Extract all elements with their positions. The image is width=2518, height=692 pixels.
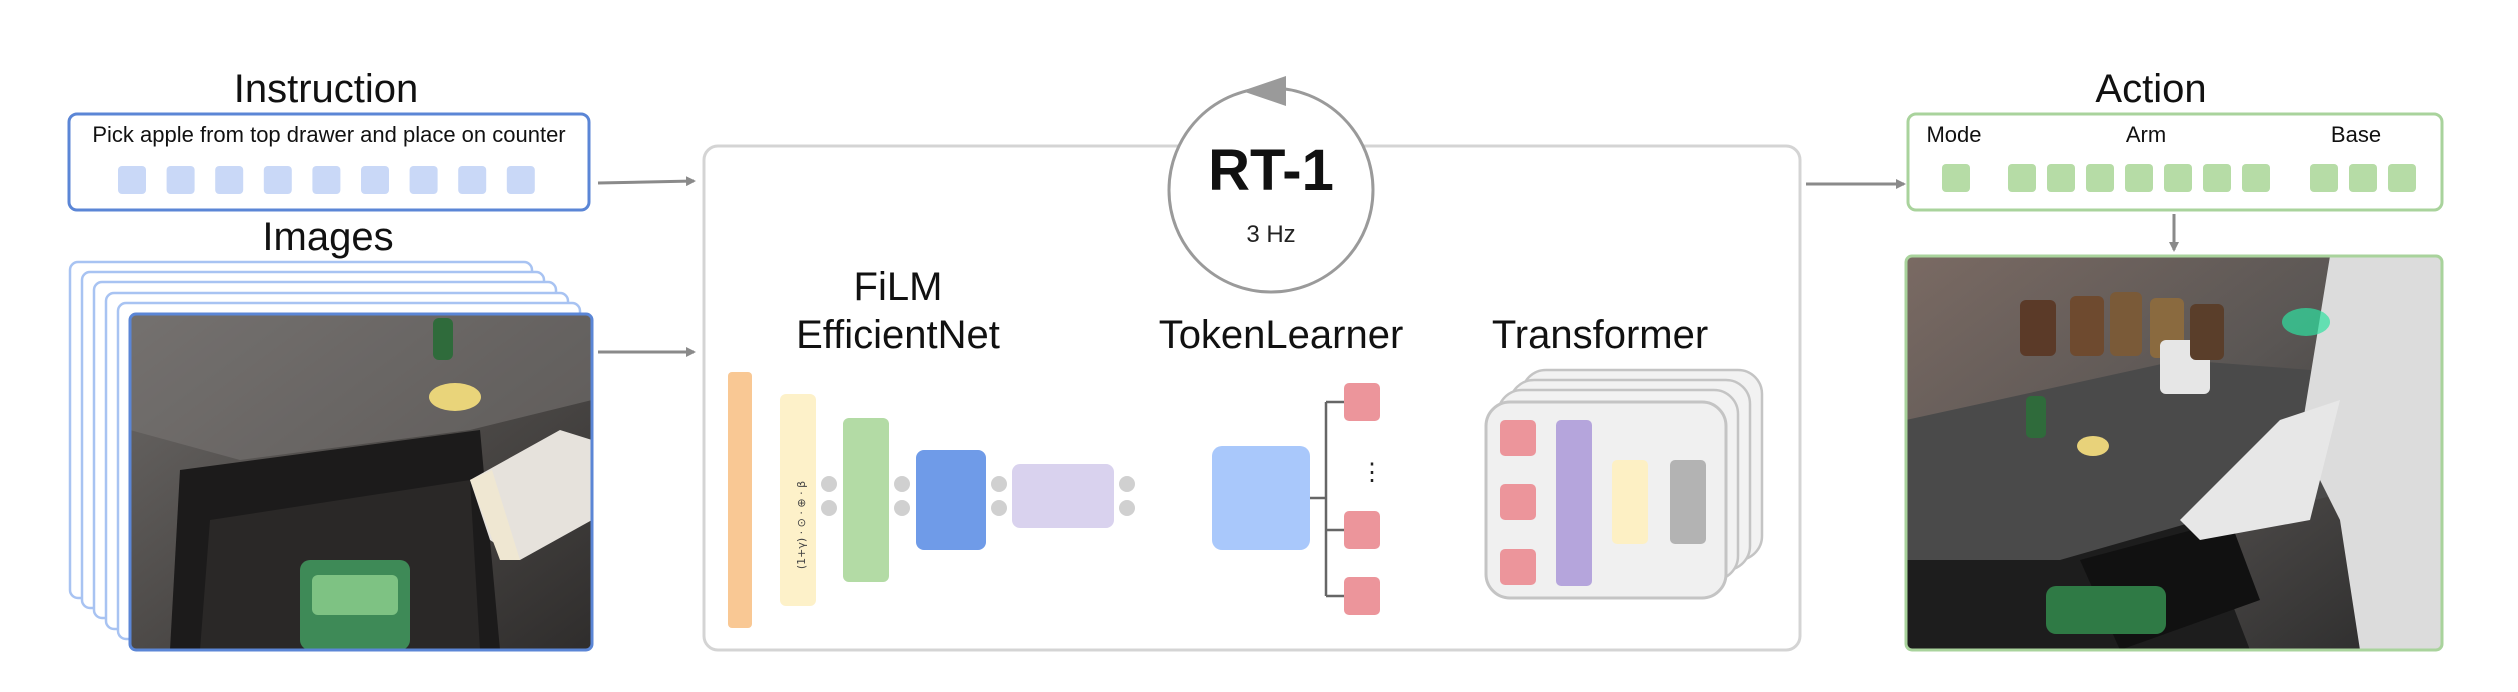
snack-jars	[2020, 292, 2224, 394]
action-base-label: Base	[2331, 122, 2381, 147]
action-arm-token	[2164, 164, 2192, 192]
learned-token	[1344, 383, 1380, 421]
action-arm-label: Arm	[2126, 122, 2166, 147]
film-heading-line1: FiLM	[854, 265, 943, 309]
model-name: RT-1	[1208, 138, 1334, 203]
efficientnet-block-blue	[916, 450, 986, 550]
loop-arrow-icon	[1242, 76, 1286, 106]
tokens-ellipsis: ⋮	[1360, 459, 1384, 486]
instruction-token	[263, 166, 292, 194]
transformer-output-block	[1670, 460, 1706, 544]
instruction-text: Pick apple from top drawer and place on …	[92, 122, 565, 147]
film-formula: (1+γ) · ⊙ · ⊕ · β	[795, 481, 808, 569]
action-mode-label: Mode	[1926, 122, 1981, 147]
tokenlearner-core	[1212, 446, 1310, 550]
film-input-layer	[728, 372, 752, 628]
efficientnet-block-green	[843, 418, 889, 582]
transformer-heading: Transformer	[1492, 313, 1708, 357]
model-rate: 3 Hz	[1246, 221, 1295, 248]
instruction-token	[409, 166, 438, 194]
instruction-token	[361, 166, 389, 194]
action-base-token	[2349, 164, 2377, 192]
instruction-token	[166, 166, 195, 194]
robot-image	[1906, 256, 2442, 650]
action-base-token	[2388, 164, 2416, 192]
instruction-token	[215, 166, 244, 194]
action-arm-token	[2047, 164, 2075, 192]
action-box	[1906, 112, 2444, 212]
action-arm-token	[2242, 164, 2270, 192]
instruction-tokens	[118, 166, 535, 194]
transformer-ffn-block	[1612, 460, 1648, 544]
action-arm-token	[2008, 164, 2036, 192]
images-heading: Images	[262, 215, 393, 259]
action-arm-token	[2086, 164, 2114, 192]
film-layer	[780, 394, 816, 606]
arrow-right-icon	[597, 176, 696, 187]
tokenlearner-heading: TokenLearner	[1159, 313, 1404, 357]
action-mode-token	[1942, 164, 1970, 192]
action-tokens	[1942, 164, 2416, 192]
robot-image-frame	[1904, 254, 2444, 652]
film-efficientnet-blocks: (1+γ) · ⊙ · ⊕ · β	[728, 372, 1135, 628]
camera-image-frame	[128, 312, 594, 652]
instruction-heading: Instruction	[234, 67, 419, 111]
transformer-front-layer	[1484, 400, 1728, 600]
action-heading: Action	[2095, 67, 2206, 111]
transformer-attention-block	[1556, 420, 1592, 586]
camera-image	[130, 314, 592, 650]
instruction-token	[118, 166, 146, 194]
action-arm-token	[2203, 164, 2231, 192]
instruction-token	[458, 166, 487, 194]
instruction-token	[312, 166, 341, 194]
action-arm-token	[2125, 164, 2153, 192]
action-base-token	[2310, 164, 2338, 192]
learned-token	[1344, 577, 1380, 615]
learned-token	[1344, 511, 1380, 549]
film-heading-line2: EfficientNet	[796, 313, 1000, 357]
instruction-token	[506, 166, 535, 194]
transformer-block	[1484, 368, 1764, 600]
efficientnet-block-lavender	[1012, 464, 1114, 528]
tokenlearner-block: ⋮	[1212, 383, 1384, 615]
